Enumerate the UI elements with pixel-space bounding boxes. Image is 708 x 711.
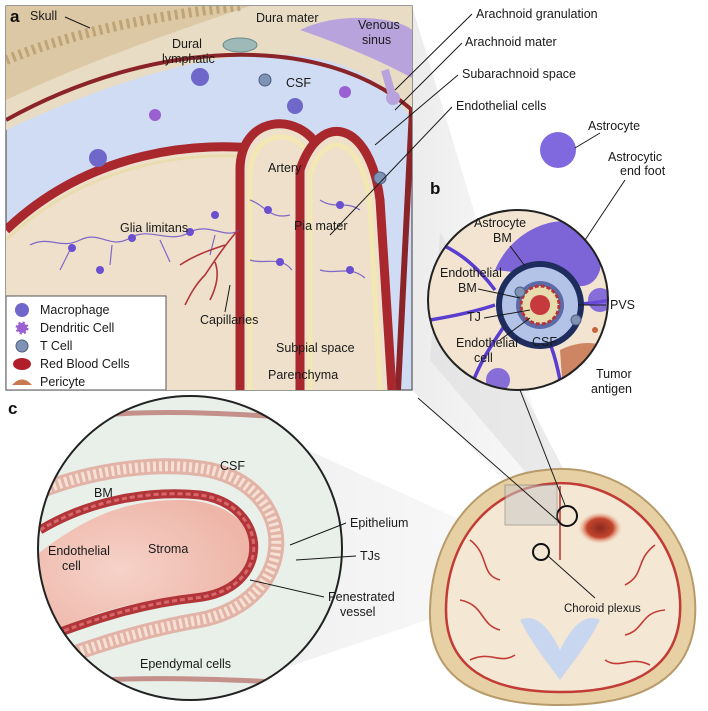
panel-label-b: b [430, 179, 440, 198]
capillaries-network [179, 229, 239, 306]
label-dural-lymphatic-2: lymphatic [162, 52, 215, 66]
panel-b: b Astrocyte Astrocytic end foot Astrocyt… [427, 119, 666, 396]
label-csf-a: CSF [286, 76, 311, 90]
t-cell [258, 73, 272, 87]
label-tumor-antigen-1: Tumor [596, 367, 632, 381]
label-csf-b: CSF [532, 335, 557, 349]
label-pia-mater: Pia mater [294, 219, 348, 233]
red-blood-cell-icon [13, 358, 31, 370]
label-arachnoid-granulation: Arachnoid granulation [476, 7, 598, 21]
legend-label: Red Blood Cells [40, 357, 130, 371]
label-stroma: Stroma [148, 542, 188, 556]
dura-right-wall [395, 109, 412, 390]
pericyte-icon [12, 379, 32, 385]
panel-c-circle [37, 395, 343, 701]
tumor [578, 512, 622, 544]
panel-label-a: a [10, 7, 20, 26]
label-dural-lymphatic-1: Dural [172, 37, 202, 51]
brain-cross-section: Choroid plexus [417, 389, 697, 707]
lateral-ventricles [520, 617, 600, 680]
dural-lymphatic-vessel [222, 37, 258, 53]
top-labels: Arachnoid granulation Arachnoid mater Su… [329, 7, 598, 236]
brain-surface [444, 481, 682, 694]
label-glia-limitans: Glia limitans [120, 221, 188, 235]
label-fenestrated-vessel-1: Fenestrated [328, 590, 395, 604]
t-cell [570, 314, 582, 326]
label-fenestrated-vessel-2: vessel [340, 605, 375, 619]
dendritic-cell [339, 86, 351, 98]
label-csf-c: CSF [220, 459, 245, 473]
label-bm: BM [94, 486, 113, 500]
label-endothelial-bm-2: BM [458, 281, 477, 295]
label-ependymal-cells: Ependymal cells [140, 657, 231, 671]
label-subarachnoid-space: Subarachnoid space [462, 67, 576, 81]
panel-b-circle [427, 209, 609, 391]
pia-artery-right [295, 126, 397, 390]
callout-box-a [504, 484, 558, 526]
skull-bone [6, 6, 250, 100]
label-astrocytic-end-foot-2: end foot [620, 164, 666, 178]
legend-label: T Cell [40, 339, 72, 353]
label-capillaries: Capillaries [200, 313, 258, 327]
arachnoid-granulation [386, 91, 400, 105]
label-venous-sinus-1: Venous [358, 18, 400, 32]
venous-sinus [300, 17, 412, 78]
t-cell [514, 286, 526, 298]
legend-label: Macrophage [40, 303, 110, 317]
stroma-region [38, 500, 254, 640]
callout-ring-c [532, 543, 550, 561]
macrophage-cell [287, 98, 303, 114]
legend-box [6, 295, 167, 390]
panel-c: c BM CSF Epithelium Endothelial cell Str… [8, 395, 408, 701]
t-cell-icon [15, 339, 29, 353]
t-cell [373, 171, 387, 185]
label-endothelial-cells: Endothelial cells [456, 99, 546, 113]
label-parenchyma: Parenchyma [268, 368, 338, 382]
label-endothelial-cell-c-1: Endothelial [48, 544, 110, 558]
label-pvs: PVS [610, 298, 635, 312]
label-venous-sinus-2: sinus [362, 33, 391, 47]
label-tumor-antigen-2: antigen [591, 382, 632, 396]
skull-texture [6, 6, 241, 65]
dendritic-cell [149, 109, 161, 121]
macrophage-cell [191, 68, 209, 86]
label-dura-mater: Dura mater [256, 11, 319, 25]
label-endothelial-bm-1: Endothelial [440, 266, 502, 280]
legend-label: Pericyte [40, 375, 85, 389]
label-arachnoid-mater: Arachnoid mater [465, 35, 557, 49]
label-astrocyte-bm-2: BM [493, 231, 512, 245]
label-tj: TJ [467, 310, 481, 324]
label-tjs: TJs [360, 549, 380, 563]
label-astrocyte: Astrocyte [588, 119, 640, 133]
legend-label: Dendritic Cell [40, 321, 114, 335]
label-astrocyte-bm-1: Astrocyte [474, 216, 526, 230]
arachnoid-mater-line [6, 52, 412, 122]
label-choroid-plexus: Choroid plexus [564, 603, 641, 615]
label-skull: Skull [30, 9, 57, 23]
macrophage-cell [89, 149, 107, 167]
arachnoid-granulation-stalk [381, 68, 396, 97]
label-endothelial-cell-b-2: cell [474, 351, 493, 365]
dendritic-cell-icon [15, 321, 29, 335]
label-endothelial-cell-c-2: cell [62, 559, 81, 573]
label-endothelial-cell-b-1: Endothelial [456, 336, 518, 350]
label-artery: Artery [268, 161, 302, 175]
label-subpial-space: Subpial space [276, 341, 355, 355]
panel-label-c: c [8, 399, 17, 418]
label-epithelium: Epithelium [350, 516, 408, 530]
astrocyte-cell-body [540, 132, 576, 168]
vessel-lumen [530, 295, 550, 315]
label-astrocytic-end-foot-1: Astrocytic [608, 150, 662, 164]
macrophage-icon [15, 303, 29, 317]
